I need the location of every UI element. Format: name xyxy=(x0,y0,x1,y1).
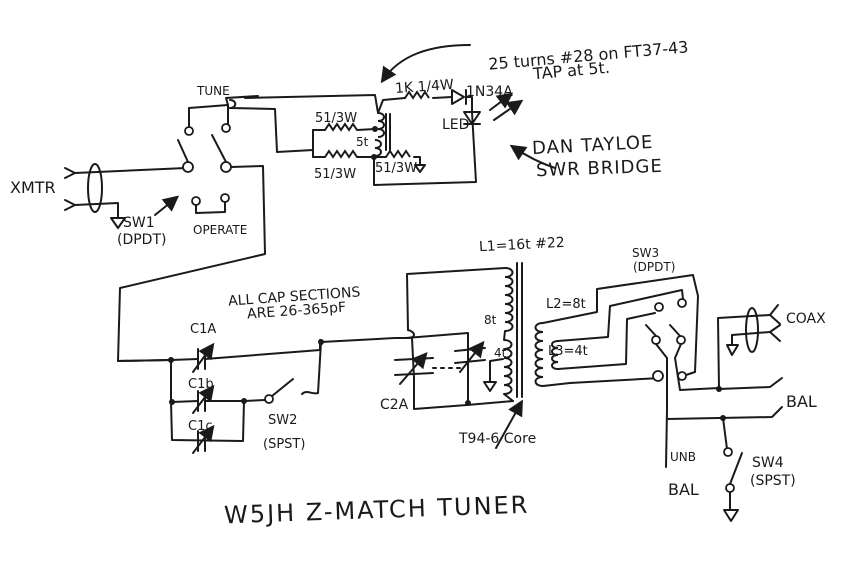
sw1-type-label: (DPDT) xyxy=(117,232,167,248)
ground-symbol-xmtr xyxy=(110,217,126,229)
coax-output-connector xyxy=(726,304,781,356)
sw1-switch xyxy=(117,95,266,362)
core-label: T94-6 Core xyxy=(459,431,537,447)
bal-output-label: BAL xyxy=(786,392,817,411)
resistor-r2-label: 51/3W xyxy=(314,167,357,182)
sw4-switch xyxy=(722,417,743,522)
diode-1n34a-label: 1N34A xyxy=(466,84,513,100)
l2-label: L2=8t xyxy=(546,297,586,312)
sw4-label: SW4 xyxy=(752,455,784,471)
sw2-label: SW2 xyxy=(268,413,298,428)
resistor-r3-label: 51/3W xyxy=(375,161,418,176)
sw3-label: SW3 xyxy=(632,246,660,260)
swr-bridge xyxy=(229,44,556,186)
operate-label: OPERATE xyxy=(193,223,248,237)
tune-label: TUNE xyxy=(197,84,230,98)
l3-label: L3=4t xyxy=(548,344,588,359)
coax-label: COAX xyxy=(786,311,826,327)
sw1-label: SW1 xyxy=(123,215,155,231)
l1-tap-8t-label: 8t xyxy=(484,313,497,327)
resistor-1k-label: 1K 1/4W xyxy=(394,76,455,98)
bridge-label-line2: SWR BRIDGE xyxy=(535,155,664,182)
unb-label: UNB xyxy=(670,450,696,464)
l1-tap-4t-label: 4t xyxy=(494,346,507,360)
c1b-label: C1b xyxy=(188,377,214,392)
c2-and-l1 xyxy=(394,262,523,449)
l2-l3-and-sw3 xyxy=(534,274,783,468)
sw4-type-label: (SPST) xyxy=(750,473,796,489)
sw3-type-label: (DPDT) xyxy=(633,260,676,274)
xmtr-coax-connector xyxy=(64,163,187,219)
resistor-r1-label: 51/3W xyxy=(315,111,358,126)
led-label: LED xyxy=(442,117,470,133)
c2a-label: C2A xyxy=(380,397,409,413)
bal-sw4-label: BAL xyxy=(668,480,699,499)
c1-capacitor-bank xyxy=(117,337,396,454)
c1a-label: C1A xyxy=(190,322,217,337)
xmtr-label: XMTR xyxy=(10,178,56,197)
sw2-type-label: (SPST) xyxy=(263,437,306,452)
tap-5t-label: 5t xyxy=(356,135,369,149)
c1c-label: C1c xyxy=(188,419,213,434)
